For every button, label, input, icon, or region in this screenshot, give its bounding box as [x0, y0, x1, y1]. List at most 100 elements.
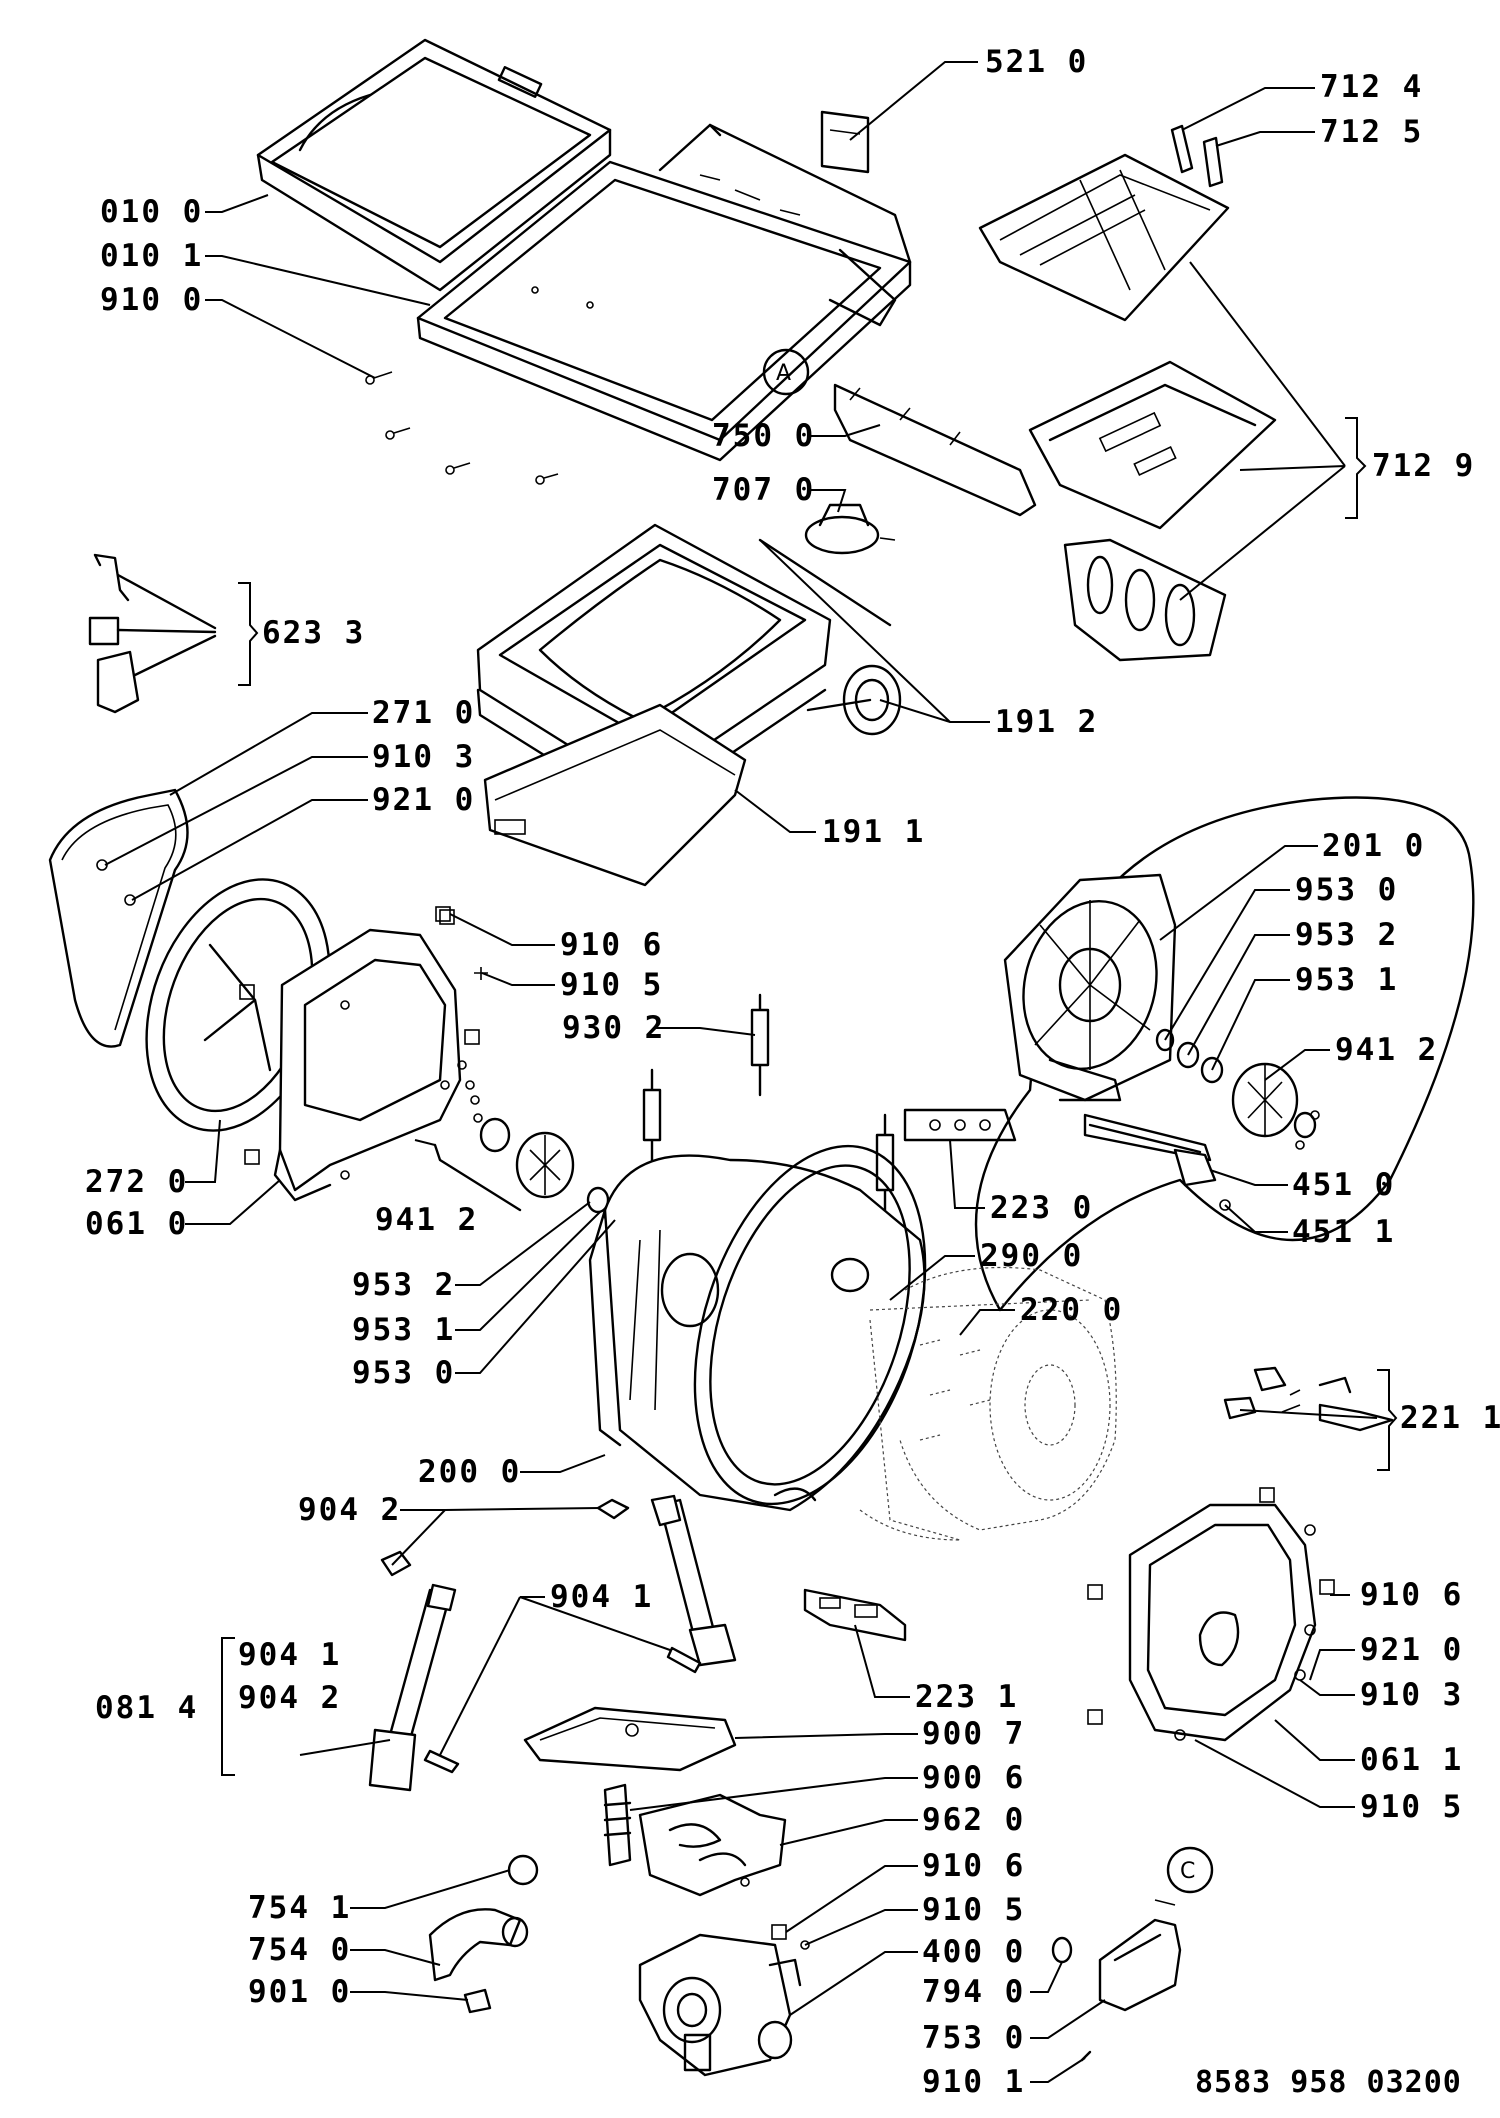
label-941-2-l: 941 2	[375, 1202, 478, 1238]
part-door-frame	[476, 523, 832, 817]
part-shock-absorber-2	[368, 1583, 457, 1792]
label-910-6-l: 910 6	[560, 927, 663, 963]
part-fixing-900-6	[603, 1783, 632, 1867]
part-bearing-left	[433, 1117, 627, 1229]
label-061-0: 061 0	[85, 1206, 188, 1242]
label-061-1: 061 1	[1360, 1742, 1463, 1778]
part-top-frame	[416, 123, 912, 462]
label-910-3-r: 910 3	[1360, 1677, 1463, 1713]
label-910-1: 910 1	[922, 2064, 1025, 2100]
bracket-712-9	[1345, 417, 1367, 519]
part-dispenser-drawer	[1063, 538, 1227, 662]
part-707	[804, 503, 896, 555]
label-910-5-r: 910 5	[1360, 1789, 1463, 1825]
label-941-2-r: 941 2	[1335, 1032, 1438, 1068]
label-910-3: 910 3	[372, 739, 475, 775]
label-712-4: 712 4	[1320, 69, 1423, 105]
part-shock-absorber-1	[650, 1494, 737, 1667]
label-221-1: 221 1	[1400, 1400, 1500, 1436]
part-screws-910-0	[365, 286, 594, 485]
label-223-0: 223 0	[990, 1190, 1093, 1226]
marker-c: C	[1180, 1859, 1195, 1884]
part-door-lock	[88, 553, 217, 714]
label-953-0-r: 953 0	[1295, 872, 1398, 908]
label-010-1: 010 1	[100, 238, 203, 274]
label-910-0: 910 0	[100, 282, 203, 318]
label-904-2: 904 2	[298, 1492, 401, 1528]
label-901-0: 901 0	[248, 1974, 351, 2010]
label-921-0: 921 0	[372, 782, 475, 818]
label-712-9: 712 9	[1372, 448, 1475, 484]
part-number-labels: 521 0 712 4 712 5 010 0 010 1 910 0 750 …	[85, 44, 1500, 2100]
part-gasket-271	[48, 788, 189, 1048]
part-tub-rear-220	[859, 1266, 1117, 1541]
label-754-0: 754 0	[248, 1932, 351, 1968]
drawing-number: 8583 958 03200	[1195, 2065, 1462, 2100]
label-904-2-kit: 904 2	[238, 1680, 341, 1716]
label-910-6-b: 910 6	[922, 1848, 1025, 1884]
label-962-0: 962 0	[922, 1802, 1025, 1838]
label-223-1: 223 1	[915, 1679, 1018, 1715]
part-heater-451	[1083, 1113, 1231, 1211]
bracket-081-4	[221, 1637, 235, 1776]
part-pins-712	[1170, 124, 1224, 188]
part-dispenser-cover	[978, 153, 1230, 322]
label-220-0: 220 0	[1020, 1292, 1123, 1328]
part-top-lid	[256, 38, 612, 292]
leader-lines	[104, 61, 1378, 2083]
part-door-glass	[483, 703, 747, 887]
label-953-2-r: 953 2	[1295, 917, 1398, 953]
label-930-2: 930 2	[562, 1010, 665, 1046]
label-191-2: 191 2	[995, 704, 1098, 740]
label-754-1: 754 1	[248, 1890, 351, 1926]
label-953-1-r: 953 1	[1295, 962, 1398, 998]
part-bracket-750: A	[762, 348, 1037, 517]
label-910-6-r: 910 6	[1360, 1577, 1463, 1613]
bracket-623-3	[238, 582, 259, 686]
label-272-0: 272 0	[85, 1164, 188, 1200]
label-200-0: 200 0	[418, 1454, 521, 1490]
label-712-5: 712 5	[1320, 114, 1423, 150]
label-400-0: 400 0	[922, 1934, 1025, 1970]
part-drum-spider-201	[1003, 873, 1177, 1102]
label-271-0: 271 0	[372, 695, 475, 731]
part-dispenser-drawer-box	[1028, 360, 1277, 530]
label-081-4: 081 4	[95, 1690, 198, 1726]
part-223-0	[903, 1108, 1017, 1142]
label-451-1: 451 1	[1292, 1214, 1395, 1250]
part-bearing-right	[1155, 1028, 1320, 1150]
label-921-0-r: 921 0	[1360, 1632, 1463, 1668]
label-904-1: 904 1	[550, 1579, 653, 1615]
part-pump-400	[638, 1924, 810, 2077]
label-910-5-b: 910 5	[922, 1892, 1025, 1928]
part-counterweight-900-7	[523, 1706, 737, 1772]
part-screws-left	[435, 906, 488, 1123]
label-953-0-l: 953 0	[352, 1355, 455, 1391]
part-tub-front-200	[588, 1144, 927, 1512]
label-904-1-kit: 904 1	[238, 1637, 341, 1673]
label-750-0: 750 0	[712, 418, 815, 454]
part-label-plate	[820, 110, 870, 174]
part-223-1	[803, 1588, 907, 1642]
label-900-6: 900 6	[922, 1760, 1025, 1796]
label-953-2-l: 953 2	[352, 1267, 455, 1303]
part-control-group-753: C	[1051, 1846, 1214, 2062]
part-small-221	[1223, 1366, 1394, 1432]
marker-a: A	[776, 361, 791, 386]
label-794-0: 794 0	[922, 1974, 1025, 2010]
part-shield-962	[638, 1793, 787, 1897]
label-910-5-l: 910 5	[560, 967, 663, 1003]
label-010-0: 010 0	[100, 194, 203, 230]
label-707-0: 707 0	[712, 472, 815, 508]
label-900-7: 900 7	[922, 1716, 1025, 1752]
bracket-221-1	[1377, 1369, 1398, 1471]
part-hinge-191-2	[758, 538, 902, 736]
label-623-3: 623 3	[262, 615, 365, 651]
label-753-0: 753 0	[922, 2020, 1025, 2056]
label-201-0: 201 0	[1322, 828, 1425, 864]
label-191-1: 191 1	[822, 814, 925, 850]
label-521-0: 521 0	[985, 44, 1088, 80]
part-side-panel-061	[244, 909, 480, 1202]
